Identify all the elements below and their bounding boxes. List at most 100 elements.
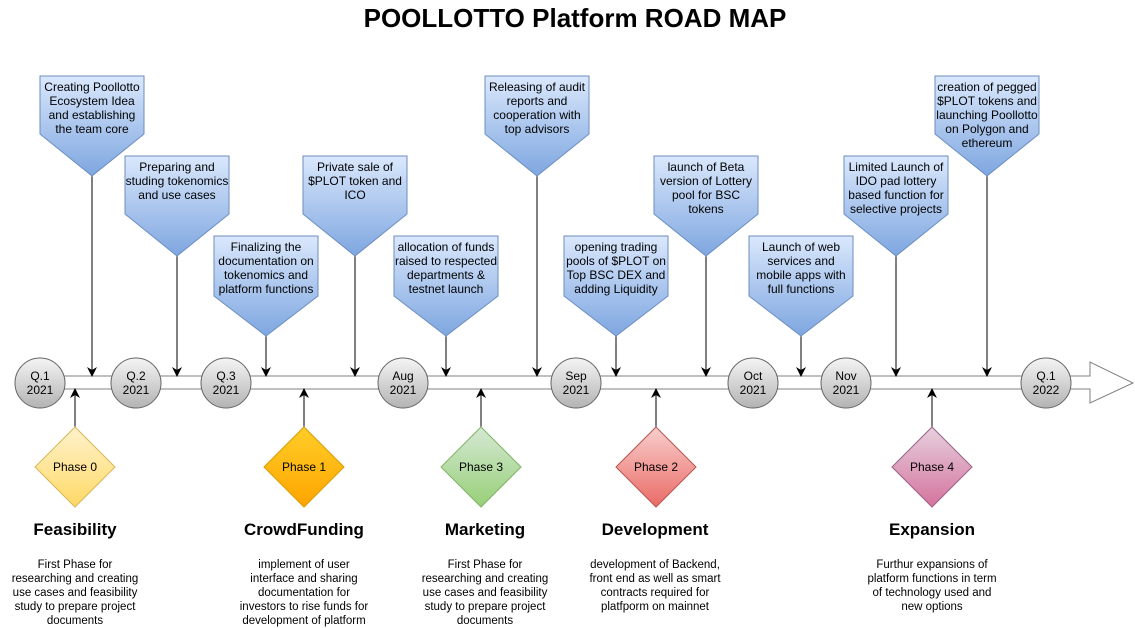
callout-text-line: Ecosystem Idea xyxy=(49,94,135,108)
phase-description-line: documents xyxy=(457,615,514,627)
phase-label: Phase 2 xyxy=(634,460,678,474)
connector-layer xyxy=(87,176,992,377)
timeline-node-layer: Q.12021Q.22021Q.32021Aug2021Sep2021Oct20… xyxy=(14,357,1072,409)
callout-shape xyxy=(302,155,408,257)
phase-description-line: platform functions in term xyxy=(867,573,996,585)
callout-text-line: and establishing xyxy=(49,108,136,122)
callout-text-line: IDO pad lottery xyxy=(856,174,937,188)
phase-description-line: documents xyxy=(47,615,104,627)
phase-heading: Marketing xyxy=(445,520,525,539)
callout-shape xyxy=(563,235,669,337)
callout-text-line: pools of $PLOT on xyxy=(566,254,666,268)
callout-text-line: selective projects xyxy=(850,202,942,216)
timeline-node-year: 2021 xyxy=(563,383,590,397)
phase-diamond xyxy=(615,426,697,508)
callout-text-line: mobile apps with xyxy=(756,268,845,282)
phase-description-line: platfporm on mainnet xyxy=(601,601,710,613)
phase-description-line: First Phase for xyxy=(38,559,113,571)
timeline-node-label: Nov xyxy=(835,369,856,383)
timeline-node-year: 2021 xyxy=(123,383,150,397)
phase-description-line: researching and creating xyxy=(12,573,139,585)
phase-description-line: study to prepare project xyxy=(425,601,547,613)
phase-heading: Development xyxy=(602,520,709,539)
phase-label: Phase 4 xyxy=(910,460,954,474)
callout-text-line: departments & xyxy=(407,268,485,282)
callout-text-line: full functions xyxy=(768,282,835,296)
phase-description-line: study to prepare project xyxy=(15,601,137,613)
callout-text-line: Limited Launch of xyxy=(849,160,944,174)
callout-text-line: adding Liquidity xyxy=(574,282,657,296)
callout-text-line: reports and xyxy=(507,94,568,108)
phase-description-line: use cases and feasibility xyxy=(13,587,138,599)
timeline-node-circle xyxy=(550,357,602,409)
phase-heading: Feasibility xyxy=(33,520,117,539)
callout-text-line: studing tokenomics xyxy=(126,174,229,188)
page-title: POOLLOTTO Platform ROAD MAP xyxy=(364,3,787,33)
phase-description-line: Furthur expansions of xyxy=(876,559,988,571)
callout-shape xyxy=(748,235,854,337)
phase-label: Phase 1 xyxy=(282,460,326,474)
callout-text-line: opening trading xyxy=(575,240,658,254)
phase-description-line: use cases and feasibility xyxy=(423,587,548,599)
phase-description: First Phase for researching and creating u… xyxy=(422,559,549,627)
timeline-node-year: 2022 xyxy=(1033,383,1060,397)
callout-text-line: Preparing and xyxy=(139,160,214,174)
callout-text-line: on Polygon and xyxy=(945,122,1028,136)
phase-description-line: documentation for xyxy=(258,587,350,599)
callout-text-line: Releasing of audit xyxy=(489,80,586,94)
callout-text-line: pool for BSC xyxy=(672,188,740,202)
callout-text-line: based function for xyxy=(848,188,943,202)
callout-text-line: platform functions xyxy=(219,282,314,296)
timeline-node-label: Q.2 xyxy=(126,369,146,383)
callout-text-line: version of Lottery xyxy=(660,174,752,188)
callout-text-line: $PLOT token and xyxy=(308,174,402,188)
phase-description-line: First Phase for xyxy=(448,559,523,571)
phase-description-line: researching and creating xyxy=(422,573,549,585)
timeline-node-circle xyxy=(820,357,872,409)
phase-description-line: investors to rise funds for xyxy=(240,601,369,613)
callout-text-line: Creating Poollotto xyxy=(44,80,140,94)
callout-text-line: creation of pegged xyxy=(937,80,1036,94)
phase-diamond xyxy=(263,426,345,508)
timeline-node-circle xyxy=(1020,357,1072,409)
callout-text-line: tokens xyxy=(688,202,723,216)
timeline-node-circle xyxy=(110,357,162,409)
callout-text-line: ICO xyxy=(344,188,365,202)
timeline-node-circle xyxy=(727,357,779,409)
timeline-node-circle xyxy=(14,357,66,409)
phase-diamond xyxy=(34,426,116,508)
callout-text-line: tokenomics and xyxy=(224,268,308,282)
phase-description-line: front end as well as smart xyxy=(589,573,721,585)
timeline-node-label: Q.1 xyxy=(1036,369,1056,383)
phase-description-line: interface and sharing xyxy=(250,573,357,585)
callout-shape xyxy=(393,235,499,337)
timeline-node-year: 2021 xyxy=(27,383,54,397)
callout-text-line: $PLOT tokens and xyxy=(937,94,1037,108)
timeline-node-label: Q.3 xyxy=(216,369,236,383)
callout-shape xyxy=(213,235,319,337)
callout-shape xyxy=(124,155,230,257)
